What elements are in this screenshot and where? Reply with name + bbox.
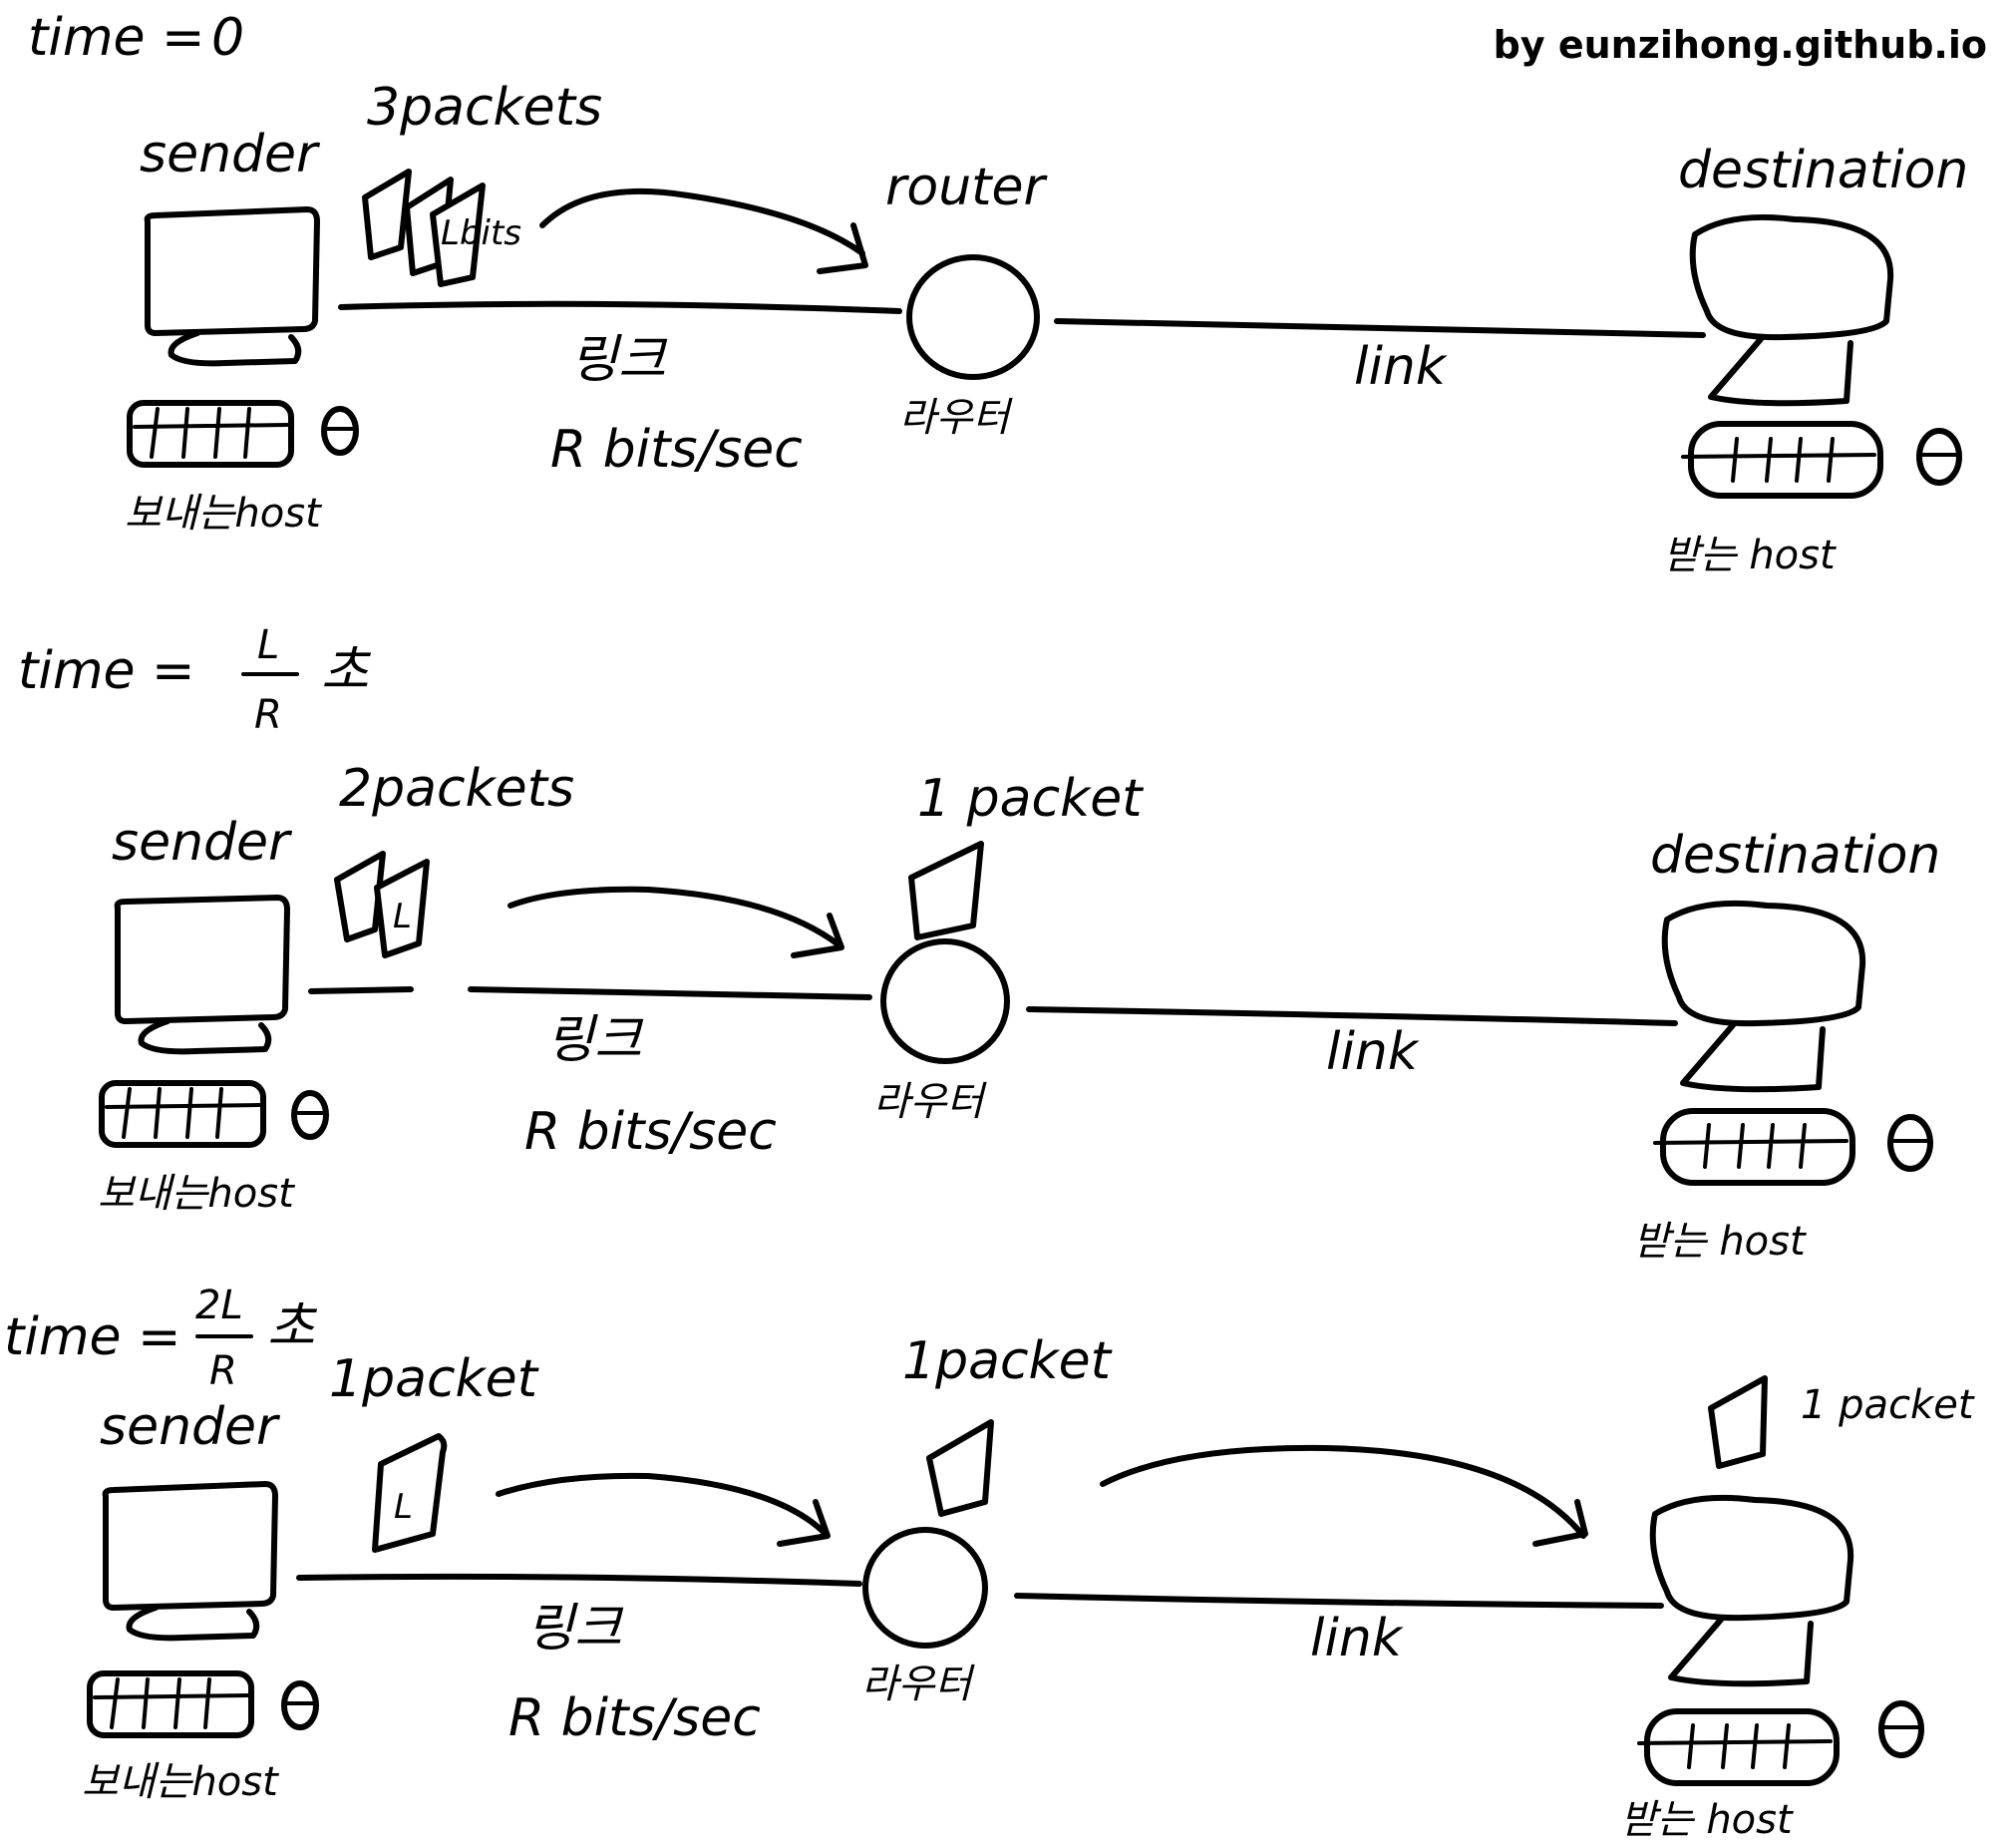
panel-time-0: time = 0 sender 보내는host 3packets Lbits 링… [28, 8, 1968, 578]
credit-text: by eunzihong.github.io [1494, 23, 1987, 67]
link-label: link [1326, 1022, 1420, 1082]
svg-text:2L: 2L [195, 1283, 243, 1328]
link-label: link [1310, 1609, 1404, 1668]
packet-stack-icon: Lbits [362, 169, 521, 287]
sender-computer-icon [99, 895, 329, 1148]
link-label-ko: 링크 [546, 1010, 644, 1070]
sender-label: sender [100, 1397, 281, 1457]
transfer-arrow [496, 1472, 831, 1547]
link-label-ko: 링크 [570, 330, 668, 390]
router-label-ko: 라우터 [861, 1661, 976, 1707]
link-line [296, 1573, 862, 1587]
panel-time-l-over-r: time = L R 초 sender 보내는host 2packets L 링… [18, 622, 1940, 1265]
packet-icon [1708, 1375, 1768, 1469]
link-label-ko: 링크 [526, 1599, 624, 1659]
sender-label: sender [140, 125, 321, 185]
router-circle-icon [862, 1527, 988, 1649]
link-line-gap [308, 986, 414, 994]
svg-text:초: 초 [267, 1297, 318, 1357]
sender-host-label: 보내는host [125, 491, 322, 537]
svg-text:L: L [393, 897, 412, 936]
router-label: router [885, 158, 1049, 217]
link-rate-label: R bits/sec [508, 1688, 761, 1748]
link-line [1026, 1006, 1678, 1026]
link-line [468, 986, 872, 1000]
time-label: time = 2L R 초 [4, 1283, 318, 1394]
packet-icon: L [372, 1433, 448, 1553]
router-label-ko: 라우터 [899, 395, 1014, 441]
packet-icon [926, 1419, 994, 1517]
panel-time-2l-over-r: time = 2L R 초 sender 보내는host 1packet L 링… [4, 1283, 1975, 1843]
link-line [1014, 1593, 1664, 1609]
svg-text:R: R [209, 1348, 237, 1394]
svg-text:Lbits: Lbits [441, 213, 521, 253]
sender-computer-icon [87, 1481, 319, 1738]
destination-computer-icon [1653, 900, 1933, 1186]
destination-computer-icon [1637, 1494, 1924, 1786]
time-label: time = L R 초 [18, 622, 372, 738]
sender-packets-label: 3packets [367, 78, 602, 138]
router-circle-icon [880, 938, 1010, 1064]
destination-host-label: 받는 host [1620, 1797, 1794, 1843]
sender-packets-label: 2packets [339, 759, 574, 819]
transfer-arrow [507, 886, 844, 958]
link-line [338, 300, 902, 314]
svg-text:time =: time = [28, 8, 205, 68]
router-packets-label: 1 packet [917, 769, 1144, 829]
router-circle-icon [906, 254, 1040, 380]
packet-icon [908, 841, 984, 940]
svg-text:초: 초 [321, 641, 372, 701]
svg-text:R: R [254, 692, 282, 738]
router-label-ko: 라우터 [873, 1079, 988, 1125]
svg-text:time =: time = [18, 641, 195, 701]
destination-computer-icon [1681, 213, 1962, 499]
time-label: time = 0 [28, 8, 244, 68]
router-packets-label: 1packet [902, 1331, 1113, 1391]
destination-label: destination [1678, 141, 1968, 200]
sender-label: sender [112, 813, 293, 873]
destination-label: destination [1650, 826, 1940, 886]
packet-stack-icon: L [334, 851, 430, 958]
sender-host-label: 보내는host [98, 1171, 295, 1217]
sender-packets-label: 1packet [329, 1349, 539, 1409]
destination-host-label: 받는 host [1633, 1219, 1807, 1265]
sender-computer-icon [127, 206, 359, 468]
svg-text:time =: time = [4, 1307, 181, 1367]
destination-host-label: 받는 host [1663, 533, 1837, 578]
link-line [1054, 318, 1706, 338]
svg-text:L: L [257, 622, 279, 668]
transfer-arrow [1100, 1444, 1588, 1547]
destination-packets-label: 1 packet [1801, 1382, 1975, 1428]
link-label: link [1354, 337, 1448, 397]
sender-host-label: 보내는host [82, 1759, 279, 1805]
link-rate-label: R bits/sec [524, 1102, 777, 1162]
svg-text:0: 0 [211, 8, 244, 68]
link-rate-label: R bits/sec [550, 420, 803, 480]
transfer-arrow [539, 187, 868, 274]
svg-text:L: L [394, 1487, 413, 1527]
